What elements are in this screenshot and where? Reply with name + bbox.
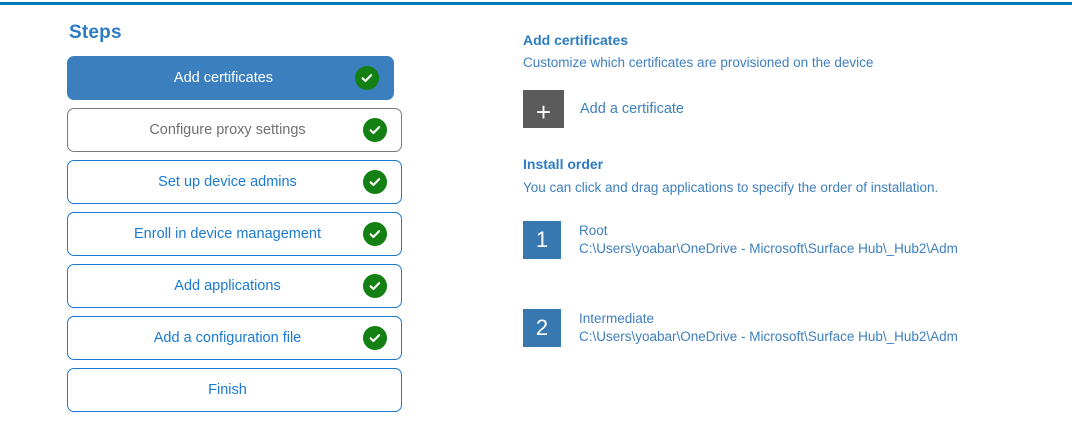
add-a-certificate-label: Add a certificate: [580, 101, 684, 117]
plus-icon: +: [523, 90, 564, 128]
list-item[interactable]: 2 Intermediate C:\Users\yoabar\OneDrive …: [523, 309, 1023, 347]
step-enroll-in-device-management[interactable]: Enroll in device management: [67, 212, 402, 256]
step-add-a-configuration-file[interactable]: Add a configuration file: [67, 316, 402, 360]
list-item[interactable]: 1 Root C:\Users\yoabar\OneDrive - Micros…: [523, 221, 1023, 259]
step-label: Enroll in device management: [134, 225, 321, 242]
check-icon: [363, 118, 387, 142]
install-order-subheading: You can click and drag applications to s…: [523, 180, 939, 195]
certificate-details: Root C:\Users\yoabar\OneDrive - Microsof…: [579, 221, 958, 258]
step-label: Set up device admins: [158, 173, 297, 190]
steps-panel: Steps Add certificates Configure proxy s…: [67, 22, 402, 420]
check-icon: [355, 66, 379, 90]
certificate-path: C:\Users\yoabar\OneDrive - Microsoft\Sur…: [579, 241, 958, 256]
top-accent-rule: [0, 2, 1072, 5]
check-icon: [363, 326, 387, 350]
certificate-name: Intermediate: [579, 311, 655, 326]
certificate-install-order-list: 1 Root C:\Users\yoabar\OneDrive - Micros…: [523, 221, 1043, 347]
step-label: Finish: [208, 381, 247, 398]
step-label: Configure proxy settings: [149, 121, 306, 138]
page-subtitle: Customize which certificates are provisi…: [523, 55, 874, 70]
step-label: Add a configuration file: [153, 329, 302, 346]
order-number-badge: 1: [523, 221, 561, 259]
certificate-path: C:\Users\yoabar\OneDrive - Microsoft\Sur…: [579, 329, 958, 344]
page-title: Add certificates: [523, 32, 629, 48]
steps-title: Steps: [69, 22, 122, 43]
step-finish[interactable]: Finish: [67, 368, 402, 412]
order-number-badge: 2: [523, 309, 561, 347]
install-order-heading: Install order: [523, 156, 604, 172]
step-add-certificates[interactable]: Add certificates: [67, 56, 394, 100]
install-order-section: Install order You can click and drag app…: [523, 155, 1043, 347]
detail-panel: Add certificates Customize which certifi…: [523, 31, 1043, 397]
check-icon: [363, 170, 387, 194]
step-add-applications[interactable]: Add applications: [67, 264, 402, 308]
step-set-up-device-admins[interactable]: Set up device admins: [67, 160, 402, 204]
add-a-certificate-button[interactable]: + Add a certificate: [523, 90, 723, 128]
certificate-details: Intermediate C:\Users\yoabar\OneDrive - …: [579, 309, 958, 346]
check-icon: [363, 274, 387, 298]
step-label: Add applications: [174, 277, 281, 294]
step-label: Add certificates: [173, 69, 274, 86]
certificate-name: Root: [579, 223, 608, 238]
step-configure-proxy-settings[interactable]: Configure proxy settings: [67, 108, 402, 152]
check-icon: [363, 222, 387, 246]
